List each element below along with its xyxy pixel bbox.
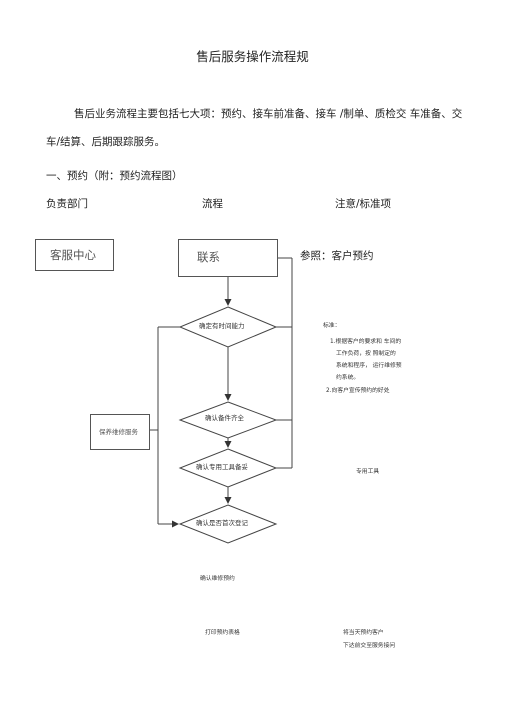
service-box-label: 保养维修服务: [99, 428, 138, 436]
standard-title: 标准：: [323, 323, 341, 329]
column-header-department: 负责部门: [46, 198, 88, 210]
confirm-note: 确认维修预约: [200, 576, 235, 582]
section-heading: 一、预约（附：预约流程图）: [46, 170, 183, 182]
standard-line-4: 约系统。: [336, 375, 360, 381]
reference-note: 参照：客户预约: [300, 250, 374, 262]
tool-note: 专用工具: [356, 469, 380, 475]
diamond-2-label: 确认备件齐全: [205, 414, 244, 422]
reminder-note-line-2: 下达前交至服务接问: [343, 643, 396, 649]
intro-paragraph: 售后业务流程主要包括七大项：预约、接车前准备、接车 /制单、质检交 车准备、交车…: [46, 108, 463, 148]
reminder-note-line-1: 将当天预约客户: [343, 630, 384, 636]
page-title: 售后服务操作流程规: [196, 49, 309, 64]
standard-line-2: 工作负荷，按 照制定的: [336, 351, 396, 357]
process-box-label: 联系: [197, 250, 220, 264]
diamond-4-label: 确认是否首次登记: [196, 519, 248, 527]
process-box-contact: 联系: [178, 239, 278, 277]
column-header-standard: 注意/标准项: [335, 198, 392, 210]
dept-box-label: 客服中心: [50, 248, 96, 262]
decision-diamond-4: [178, 504, 278, 544]
diamond-1-label: 确定有时间能力: [199, 322, 245, 330]
standard-line-3: 系统和程序， 运行维修预: [336, 363, 402, 369]
column-header-process: 流程: [202, 198, 223, 210]
standard-line-1: 1.根据客户的要求和 车间的: [330, 339, 402, 345]
standard-line-5: 2.向客户宣传预约的好处: [326, 388, 390, 394]
diamond-3-label: 确认专用工具备妥: [196, 463, 248, 471]
service-box: 保养维修服务: [90, 414, 150, 450]
print-note: 打印预约表格: [205, 630, 240, 636]
dept-box-customer-service: 客服中心: [35, 239, 114, 271]
